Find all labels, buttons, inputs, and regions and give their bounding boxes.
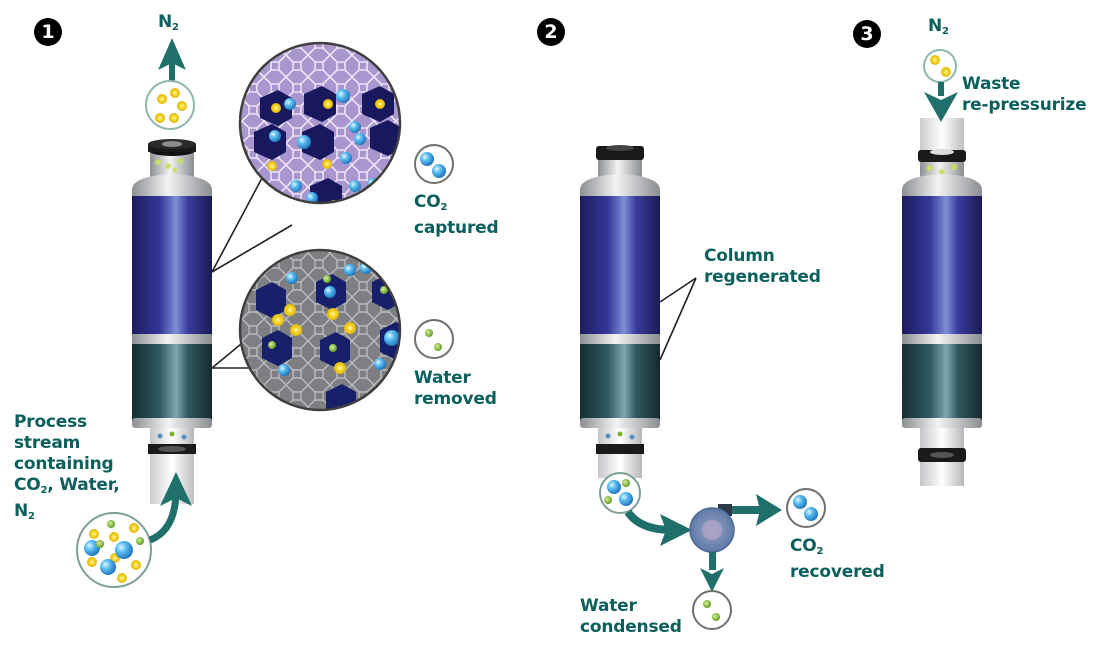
process-stream-label: Process stream containing CO2, Water, N2 [14, 412, 120, 522]
step-3-badge: 3 [853, 20, 881, 48]
zoom-view-water-adsorbent [238, 248, 402, 412]
column-3 [902, 118, 982, 486]
column-1 [132, 139, 212, 504]
n2-repressurize-bubble [923, 49, 957, 83]
waste-repressurize-label: Waste re-pressurize [962, 74, 1087, 115]
n2-molecule-bubble [145, 80, 195, 130]
flow-arrow-to-pump [624, 509, 692, 546]
flow-arrow-co2-out [732, 494, 782, 526]
co2-captured-bubble [414, 144, 454, 184]
n2-input-label: N2 [928, 16, 949, 37]
water-condensed-label: Water condensed [580, 596, 682, 637]
column-2 [580, 145, 660, 478]
process-stream-bubble [76, 512, 152, 588]
step-1-badge: 1 [34, 18, 62, 46]
co2-recovered-bubble [786, 488, 826, 528]
water-removed-label: Water removed [414, 368, 497, 409]
repressurize-arrow [924, 82, 958, 122]
regeneration-gas-bubble [599, 472, 641, 514]
step-2-badge: 2 [537, 18, 565, 46]
co2-captured-label: CO2 captured [414, 192, 499, 238]
column-regenerated-label: Column regenerated [704, 246, 821, 287]
callout-lines-2 [659, 277, 697, 361]
zoom-view-co2-adsorbent [238, 41, 402, 205]
co2-recovered-label: CO2 recovered [790, 536, 885, 582]
water-removed-bubble [414, 319, 454, 359]
flow-arrow-water-out [700, 552, 724, 592]
water-condensed-bubble [692, 590, 732, 630]
n2-output-label: N2 [158, 12, 179, 33]
n2-exhaust-arrow [158, 38, 186, 84]
vacuum-pump-icon [689, 504, 735, 553]
process-stream-arrow [148, 472, 192, 544]
